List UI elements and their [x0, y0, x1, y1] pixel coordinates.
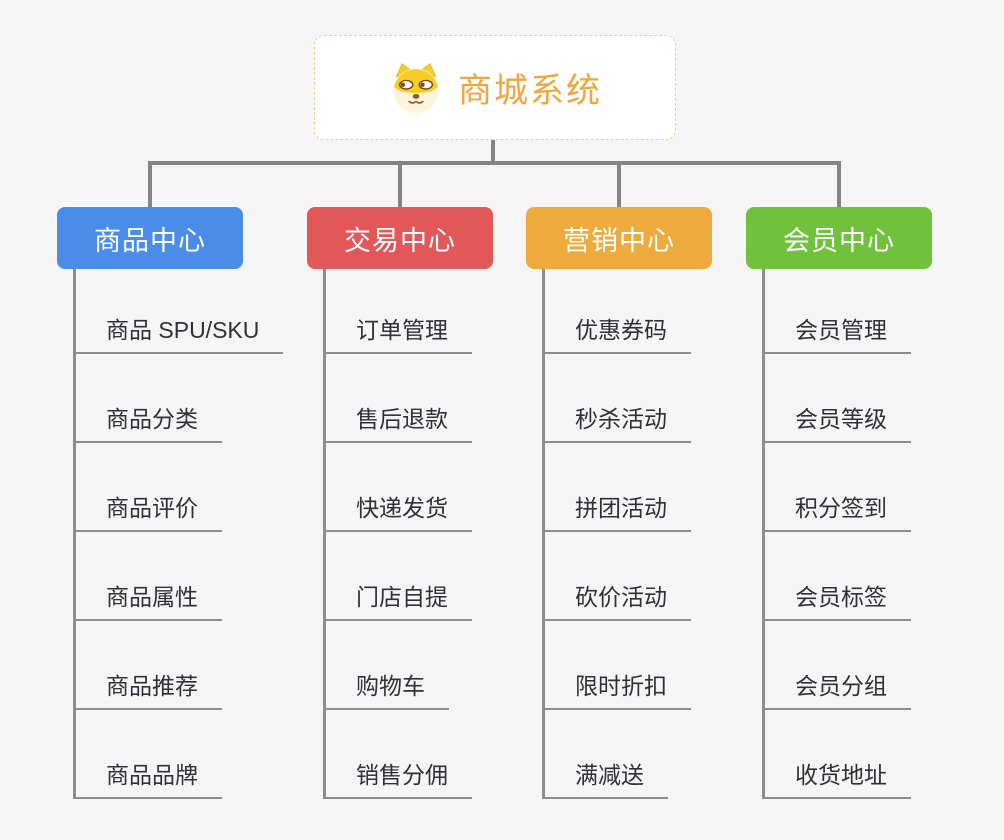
leaf-label: 积分签到 — [795, 495, 887, 521]
leaf-node[interactable]: 满减送 — [545, 710, 668, 799]
leaf-label: 拼团活动 — [575, 495, 667, 521]
branch-column-trade: 订单管理 售后退款 快递发货 门店自提 购物车 销售分佣 — [323, 265, 472, 799]
leaf-node[interactable]: 商品品牌 — [76, 710, 222, 799]
leaf-label: 门店自提 — [356, 584, 448, 610]
branch-header-label: 会员中心 — [783, 225, 895, 256]
leaf-label: 满减送 — [575, 762, 644, 788]
branch-header-label: 交易中心 — [344, 225, 456, 256]
leaf-node[interactable]: 砍价活动 — [545, 532, 691, 621]
leaf-node[interactable]: 会员分组 — [765, 621, 911, 710]
leaf-label: 限时折扣 — [575, 673, 667, 699]
leaf-label: 会员管理 — [795, 317, 887, 343]
branch-header-product-center[interactable]: 商品中心 — [57, 207, 243, 269]
leaf-label: 商品 SPU/SKU — [106, 317, 260, 343]
branch-header-trade-center[interactable]: 交易中心 — [307, 207, 493, 269]
branch-column-marketing: 优惠券码 秒杀活动 拼团活动 砍价活动 限时折扣 满减送 — [542, 265, 691, 799]
leaf-label: 商品评价 — [106, 495, 198, 521]
leaf-node[interactable]: 商品 SPU/SKU — [76, 265, 284, 354]
leaf-label: 订单管理 — [356, 317, 448, 343]
root-title: 商城系统 — [458, 72, 602, 110]
leaf-label: 优惠券码 — [575, 317, 667, 343]
leaf-label: 商品分类 — [106, 406, 198, 432]
leaf-node[interactable]: 售后退款 — [326, 354, 472, 443]
leaf-node[interactable]: 收货地址 — [765, 710, 911, 799]
leaf-node[interactable]: 订单管理 — [326, 265, 472, 354]
leaf-label: 快递发货 — [356, 495, 448, 521]
root-node[interactable]: 商城系统 — [314, 35, 676, 140]
leaf-node[interactable]: 会员标签 — [765, 532, 911, 621]
leaf-node[interactable]: 秒杀活动 — [545, 354, 691, 443]
leaf-label: 商品品牌 — [106, 762, 198, 788]
leaf-node[interactable]: 会员管理 — [765, 265, 911, 354]
leaf-node[interactable]: 销售分佣 — [326, 710, 472, 799]
leaf-node[interactable]: 商品推荐 — [76, 621, 222, 710]
branch-column-product: 商品 SPU/SKU 商品分类 商品评价 商品属性 商品推荐 商品品牌 — [73, 265, 284, 799]
leaf-node[interactable]: 限时折扣 — [545, 621, 691, 710]
branch-header-label: 营销中心 — [563, 225, 675, 256]
connector-drop-marketing — [617, 161, 621, 208]
leaf-node[interactable]: 积分签到 — [765, 443, 911, 532]
connector-root-drop — [491, 140, 495, 164]
branch-header-label: 商品中心 — [94, 225, 206, 256]
leaf-node[interactable]: 商品属性 — [76, 532, 222, 621]
leaf-node[interactable]: 购物车 — [326, 621, 449, 710]
leaf-node[interactable]: 商品评价 — [76, 443, 222, 532]
leaf-node[interactable]: 拼团活动 — [545, 443, 691, 532]
branch-header-member-center[interactable]: 会员中心 — [746, 207, 932, 269]
connector-bus — [148, 161, 841, 165]
connector-drop-member — [837, 161, 841, 208]
leaf-label: 秒杀活动 — [575, 406, 667, 432]
leaf-label: 售后退款 — [356, 406, 448, 432]
leaf-node[interactable]: 门店自提 — [326, 532, 472, 621]
leaf-label: 销售分佣 — [356, 762, 448, 788]
leaf-label: 商品属性 — [106, 584, 198, 610]
connector-drop-product — [148, 161, 152, 208]
connector-drop-trade — [398, 161, 402, 208]
branch-header-marketing-center[interactable]: 营销中心 — [526, 207, 712, 269]
leaf-label: 收货地址 — [795, 762, 887, 788]
dog-face-icon — [388, 61, 444, 115]
leaf-label: 购物车 — [356, 673, 425, 699]
leaf-label: 会员分组 — [795, 673, 887, 699]
leaf-label: 砍价活动 — [575, 584, 667, 610]
leaf-node[interactable]: 会员等级 — [765, 354, 911, 443]
leaf-label: 会员标签 — [795, 584, 887, 610]
branch-column-member: 会员管理 会员等级 积分签到 会员标签 会员分组 收货地址 — [762, 265, 911, 799]
leaf-label: 商品推荐 — [106, 673, 198, 699]
leaf-node[interactable]: 商品分类 — [76, 354, 222, 443]
leaf-label: 会员等级 — [795, 406, 887, 432]
leaf-node[interactable]: 优惠券码 — [545, 265, 691, 354]
leaf-node[interactable]: 快递发货 — [326, 443, 472, 532]
